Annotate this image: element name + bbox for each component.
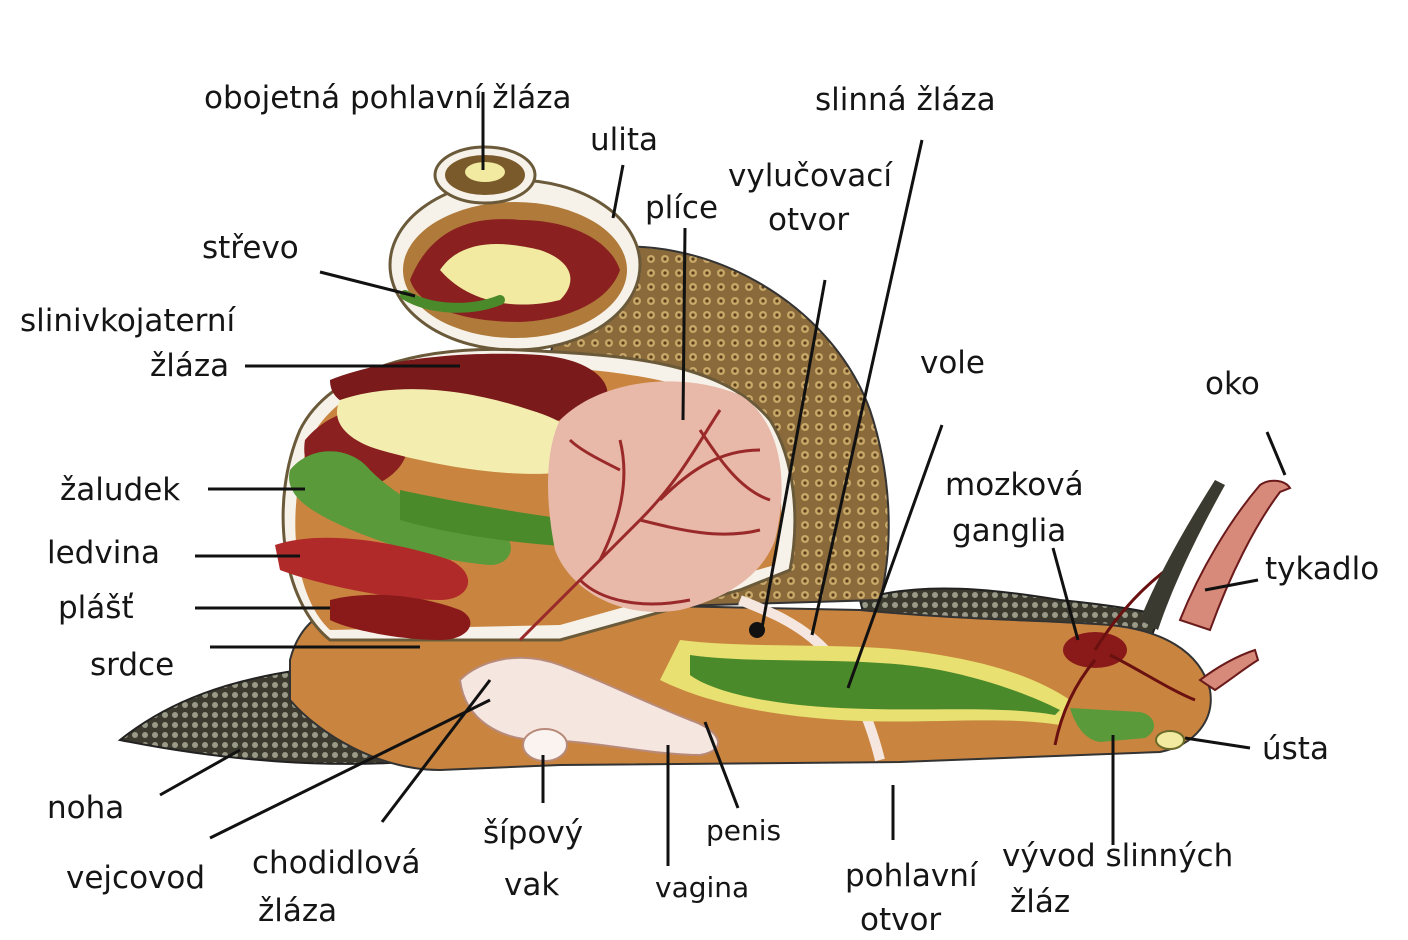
label-vejcovod: vejcovod: [66, 860, 205, 896]
label-ganglia: ganglia: [952, 513, 1066, 549]
label-zlaza-1: žláza: [150, 348, 229, 384]
label-usta: ústa: [1262, 731, 1329, 767]
label-penis: penis: [706, 813, 781, 849]
label-vagina: vagina: [655, 870, 749, 906]
label-vyvod-slinnych: vývod slinných: [1002, 838, 1233, 874]
label-zaludek: žaludek: [60, 472, 180, 508]
label-srdce: srdce: [90, 647, 174, 683]
label-strevo: střevo: [202, 230, 299, 266]
label-vole: vole: [920, 345, 985, 381]
label-plast: plášť: [58, 590, 134, 626]
label-mozkova: mozková: [945, 467, 1084, 503]
label-sipovy: šípový: [483, 815, 583, 851]
label-otvor-2: otvor: [860, 902, 941, 938]
label-pohlavni: pohlavní: [845, 858, 978, 894]
label-zlaz: žláz: [1010, 884, 1070, 920]
label-tykadlo: tykadlo: [1265, 551, 1379, 587]
label-plice: plíce: [645, 190, 718, 226]
label-obojetna-pohlavni-zlaza: obojetná pohlavní žláza: [204, 80, 571, 116]
label-chodidlova: chodidlová: [252, 845, 421, 881]
label-zlaza-2: žláza: [258, 893, 337, 929]
label-oko: oko: [1205, 366, 1260, 402]
label-vak: vak: [504, 867, 559, 903]
label-slinivkojaterni: slinivkojaterní: [20, 303, 235, 339]
label-vylucovaci: vylučovací: [728, 158, 892, 194]
label-otvor: otvor: [768, 202, 849, 238]
label-ledvina: ledvina: [47, 535, 160, 571]
label-slinna-zlaza: slinná žláza: [815, 82, 996, 118]
label-noha: noha: [47, 790, 124, 826]
label-ulita: ulita: [590, 122, 658, 158]
